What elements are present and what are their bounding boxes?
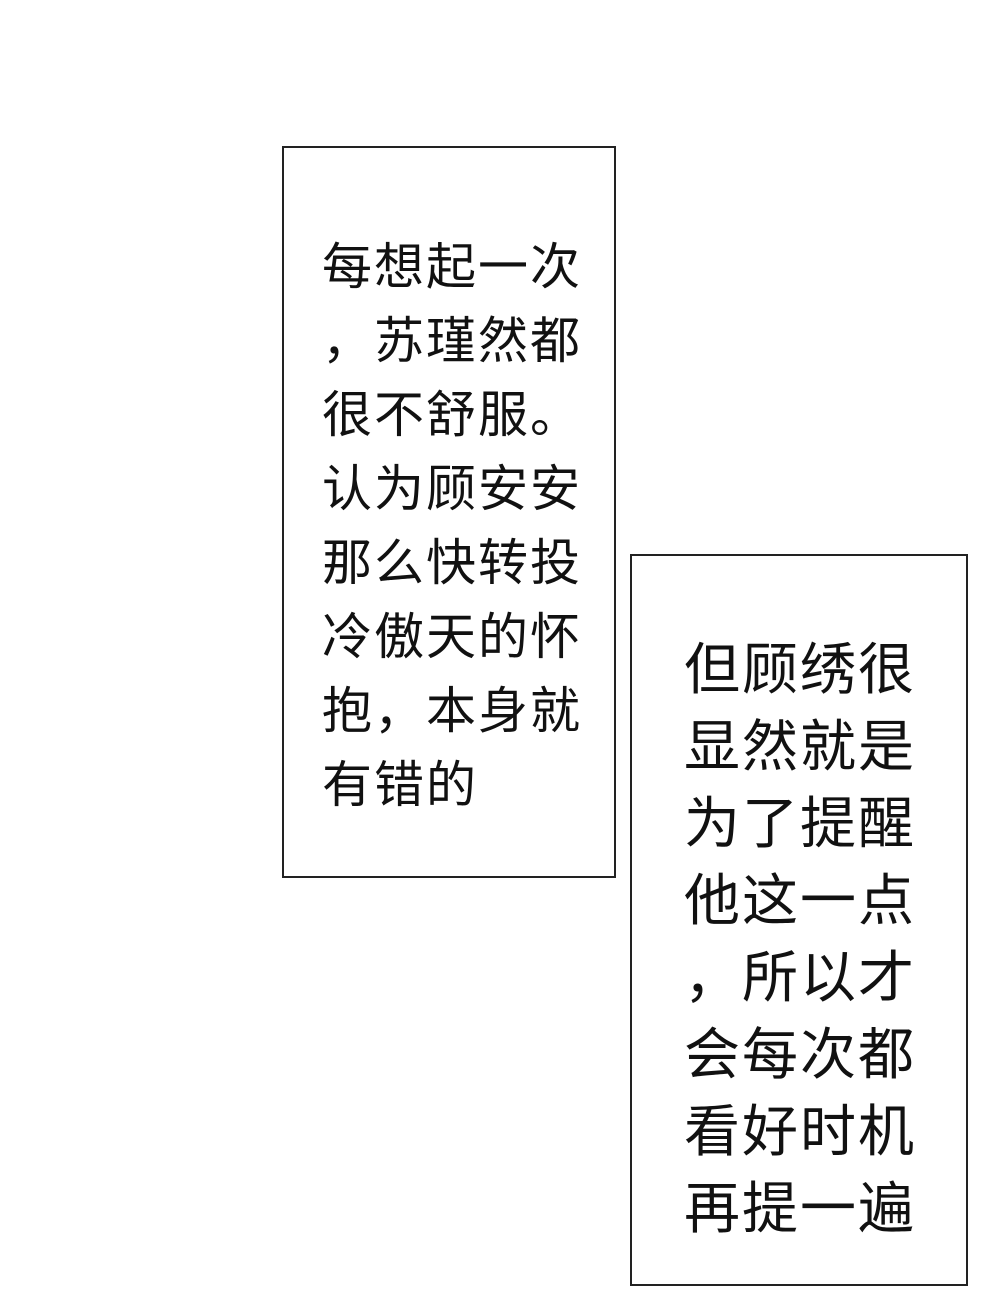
caption-text-right: 但顾绣很 显然就是 为了提醒 他这一点 ，所以才 会每次都 看好时机 再提一遍 (684, 632, 916, 1248)
caption-line: 每想起一次 (322, 238, 582, 296)
caption-line: 再提一遍 (684, 1177, 916, 1242)
caption-box-right: 但顾绣很 显然就是 为了提醒 他这一点 ，所以才 会每次都 看好时机 再提一遍 (630, 554, 968, 1286)
caption-box-left: 每想起一次 ，苏瑾然都 很不舒服。 认为顾安安 那么快转投 冷傲天的怀 抱，本身… (282, 146, 616, 878)
caption-line: ，苏瑾然都 (322, 312, 582, 370)
caption-line: 但顾绣很 (684, 638, 916, 703)
caption-text-left: 每想起一次 ，苏瑾然都 很不舒服。 认为顾安安 那么快转投 冷傲天的怀 抱，本身… (322, 230, 582, 822)
caption-line: 认为顾安安 (322, 460, 582, 518)
caption-line: 为了提醒 (684, 792, 916, 857)
caption-line: 有错的 (322, 756, 478, 814)
caption-line: 看好时机 (684, 1100, 916, 1165)
caption-line: 很不舒服。 (322, 386, 582, 444)
caption-line: 抱，本身就 (322, 682, 582, 740)
caption-line: 会每次都 (684, 1023, 916, 1088)
caption-line: 那么快转投 (322, 534, 582, 592)
caption-line: 他这一点 (684, 869, 916, 934)
caption-line: 显然就是 (684, 715, 916, 780)
caption-line: ，所以才 (684, 946, 916, 1011)
caption-line: 冷傲天的怀 (322, 608, 582, 666)
